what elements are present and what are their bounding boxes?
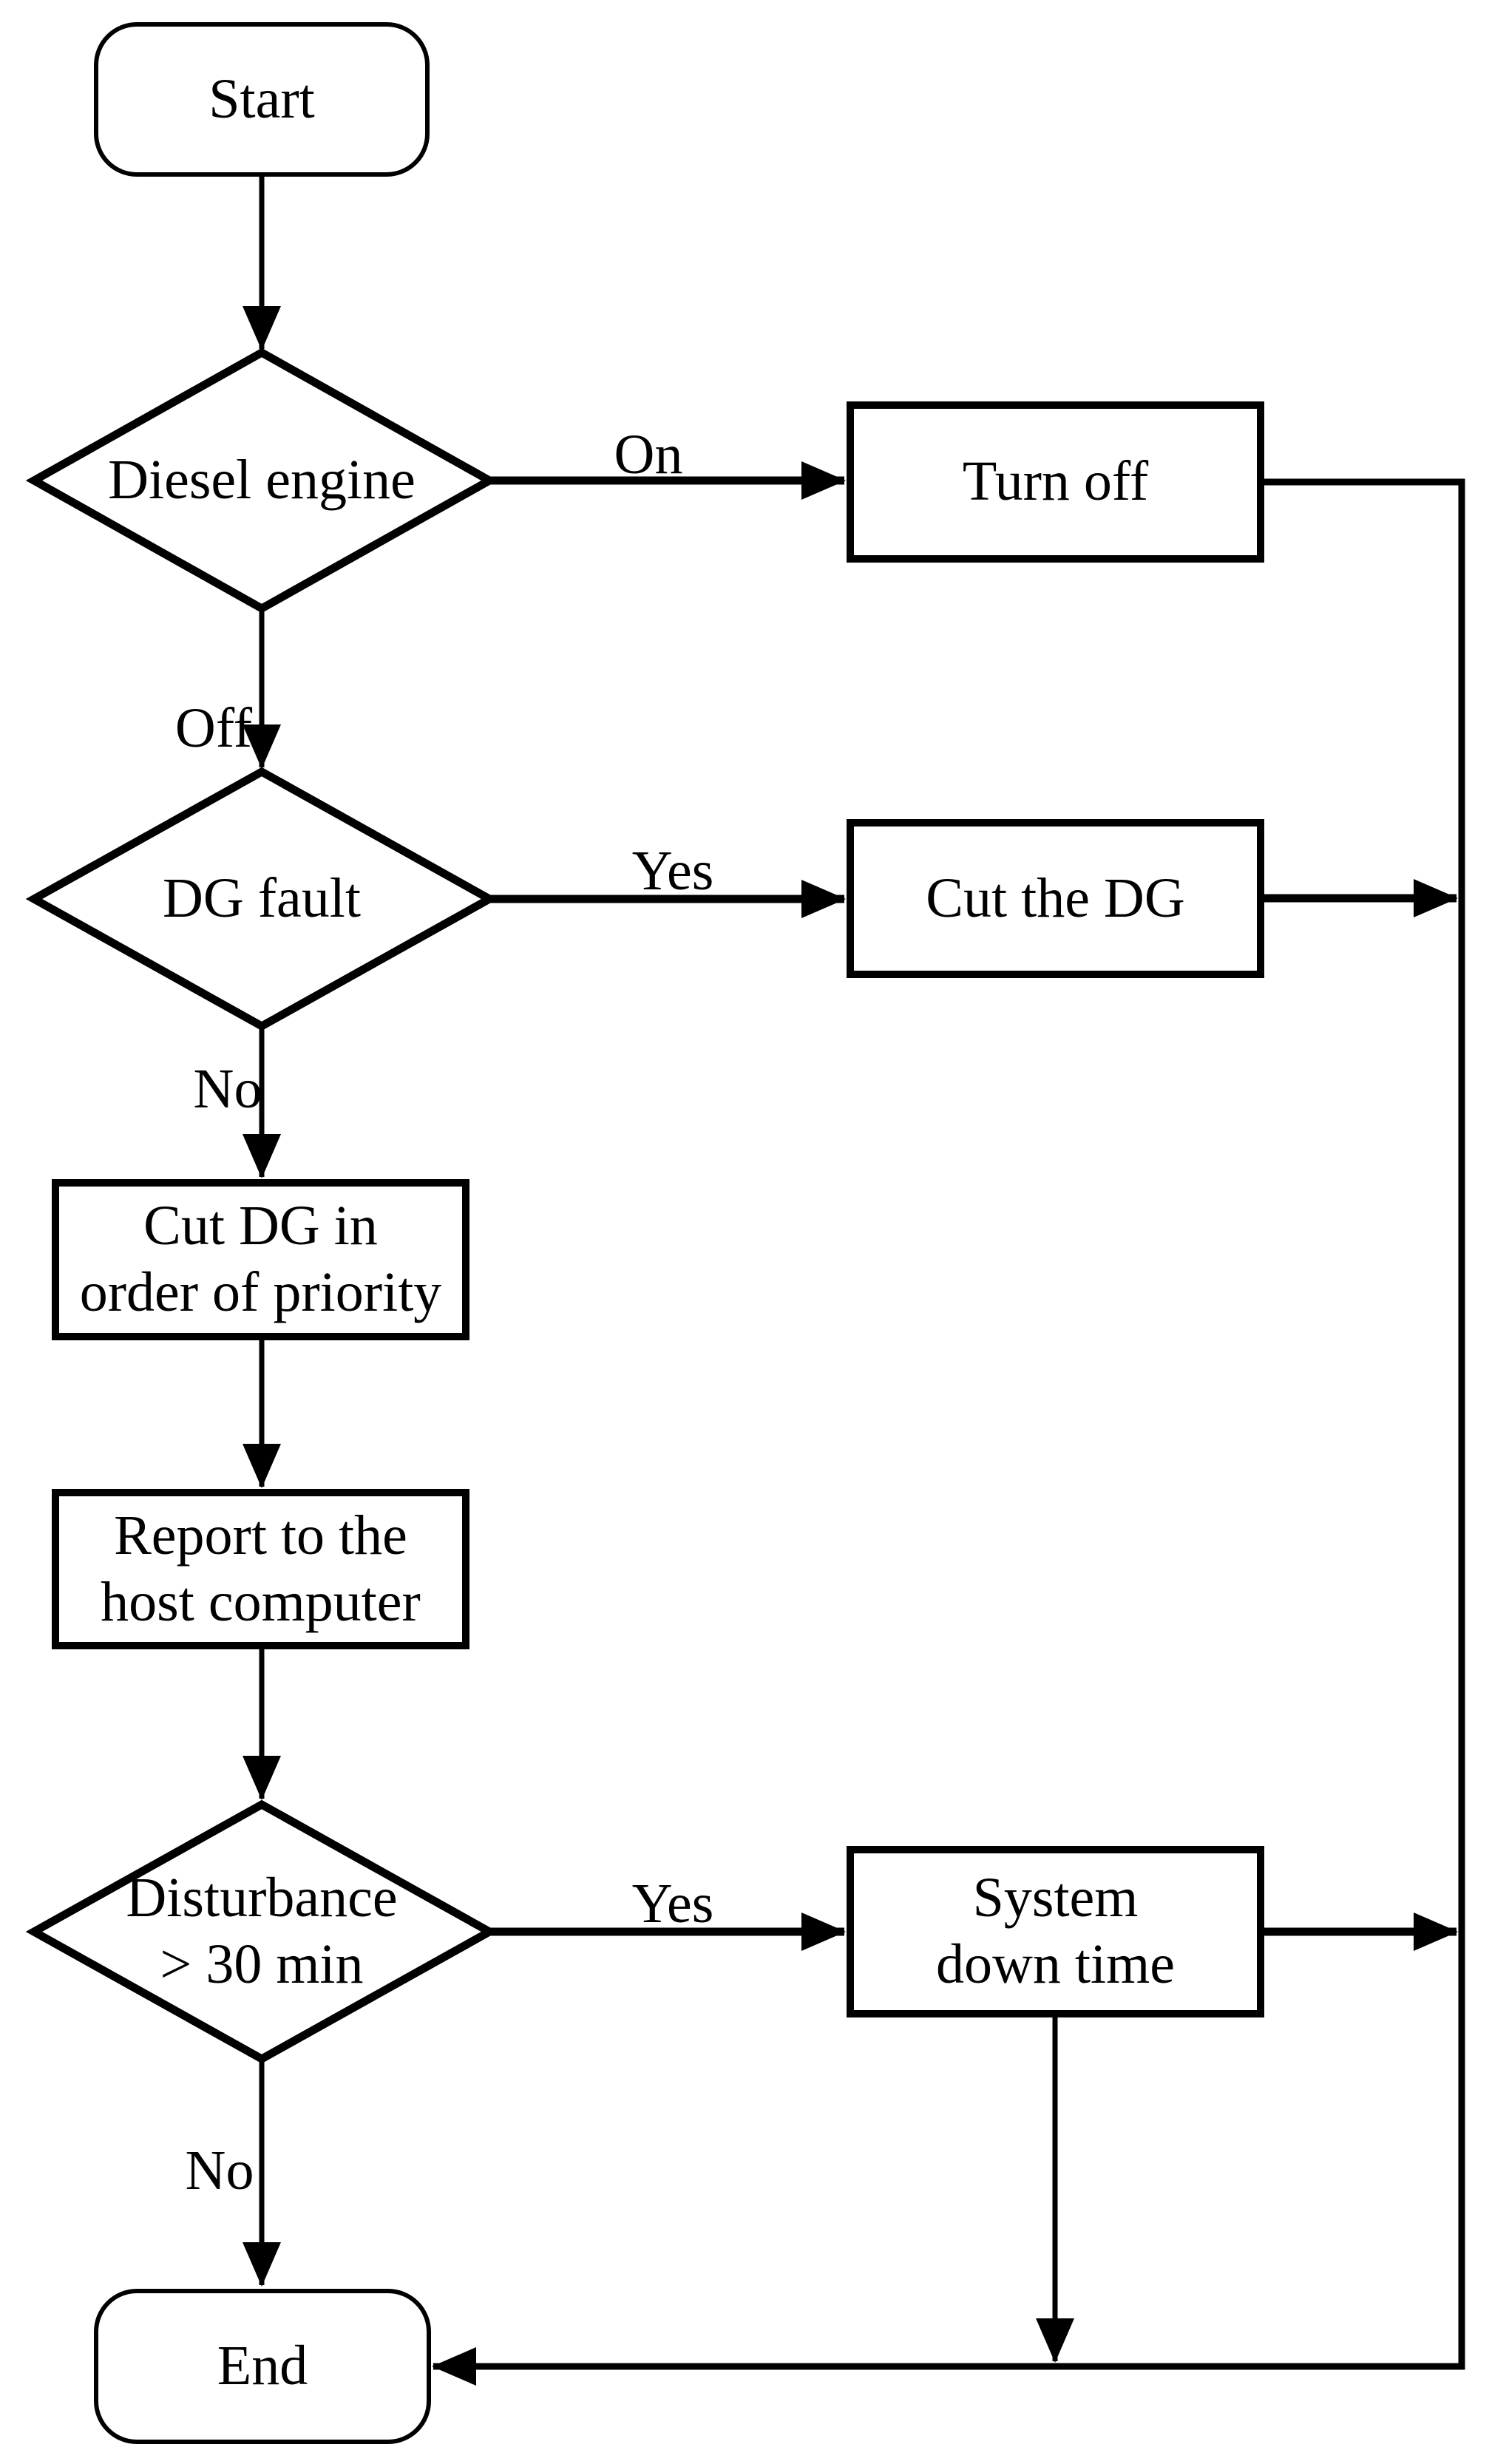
end-terminator-shape: [94, 2289, 431, 2444]
turn-off-process-shape: [847, 401, 1264, 563]
cut-the-dg-process-shape: [847, 819, 1264, 978]
cut-dg-priority-process-shape: [52, 1179, 469, 1340]
edge-turnoff-to-end: [432, 478, 1465, 2386]
disturbance-decision-shape: [25, 1799, 498, 2064]
report-host-process-shape: [52, 1489, 469, 1649]
start-terminator-shape: [94, 22, 430, 177]
diesel-engine-decision-shape: [25, 347, 498, 614]
system-down-process-shape: [847, 1846, 1264, 2017]
dg-fault-decision-shape: [25, 767, 498, 1031]
